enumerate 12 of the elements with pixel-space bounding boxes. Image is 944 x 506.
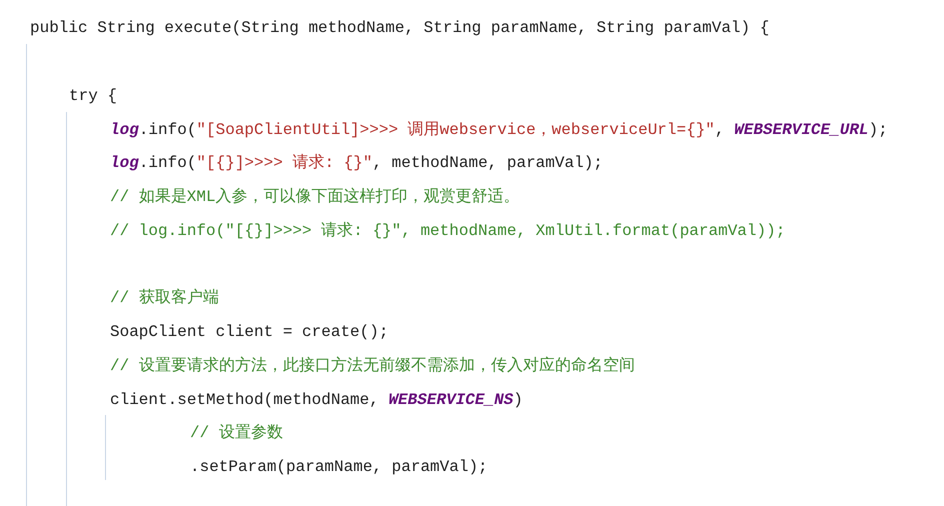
code-line: client.setMethod(methodName, WEBSERVICE_NS) [110,390,523,411]
code-line: // 设置参数 [190,422,283,444]
code-line: public String execute(String methodName, String paramName, String paramVal) { [30,18,770,39]
code-line: log.info("[{}]>>>> 请求: {}", methodName, paramVal); [110,152,603,174]
code-line: SoapClient client = create(); [110,322,388,343]
code-line: // 如果是XML入参，可以像下面这样打印，观赏更舒适。 [110,186,520,208]
code-line: // log.info("[{}]>>>> 请求: {}", methodName, XmlUtil.format(paramVal)); [110,220,786,242]
code-line: // 获取客户端 [110,288,219,309]
code-line: try { [69,86,118,107]
code-line: log.info("[SoapClientUtil]>>>> 调用webservice，webserviceUrl={}", WEBSERVICE_URL); [110,120,888,141]
code-line: .setParam(paramName, paramVal); [190,457,488,478]
code-line: // 设置要请求的方法，此接口方法无前缀不需添加，传入对应的命名空间 [110,356,635,377]
